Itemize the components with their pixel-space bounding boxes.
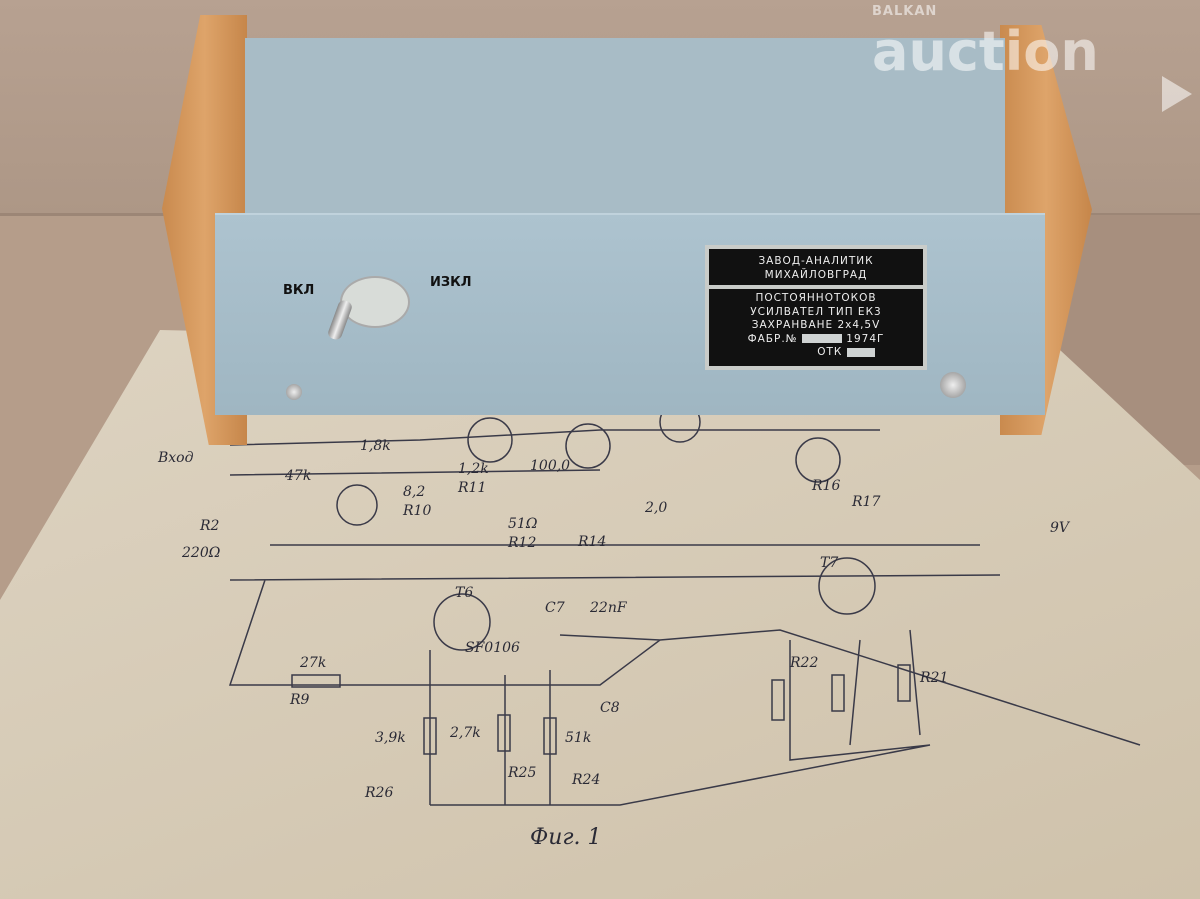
schematic-label: 27k [300, 655, 327, 671]
switch-off-label: ИЗКЛ [430, 275, 472, 290]
schematic-label: C8 [600, 700, 620, 716]
schematic-label: R11 [458, 480, 487, 496]
schematic-label: T6 [455, 585, 474, 601]
plate-year: 1974Г [846, 332, 885, 345]
schematic-label: SF0106 [465, 640, 520, 656]
schematic-label: 2,0 [645, 500, 668, 516]
case-top [245, 38, 1005, 213]
schematic-label: R26 [365, 785, 394, 801]
nameplate: ЗАВОД-АНАЛИТИК МИХАЙЛОВГРАД ПОСТОЯННОТОК… [705, 245, 927, 370]
schematic-label: R12 [508, 535, 537, 551]
switch-on-label: ВКЛ [283, 283, 315, 298]
plate-line: ЗАХРАНВАНЕ 2х4,5V [751, 319, 881, 331]
schematic-label: T7 [820, 555, 839, 571]
plate-divider [709, 285, 923, 289]
play-icon [1162, 76, 1192, 112]
plate-line: ЗАВОД-АНАЛИТИК [758, 255, 874, 267]
schematic-label: R2 [200, 518, 220, 534]
schematic-label: 47k [285, 468, 312, 484]
schematic-label: Вход [158, 450, 194, 466]
plate-otk: ОТК [817, 346, 843, 358]
terminal-knob [940, 372, 966, 398]
watermark-top: BALKAN [872, 4, 938, 19]
schematic-label: R9 [290, 692, 310, 708]
schematic-label: R22 [790, 655, 819, 671]
plate-line: ПОСТОЯННОТОКОВ [755, 292, 877, 304]
schematic-label: 100,0 [530, 458, 571, 474]
schematic-label: 2,7k [450, 725, 481, 741]
schematic-label: R24 [572, 772, 601, 788]
figure-caption: Фиг. 1 [530, 825, 602, 850]
schematic-label: 1,2k [458, 461, 489, 477]
watermark-logo: BALKAN auction [872, 4, 1192, 112]
otk-mask [846, 347, 875, 357]
watermark-main: auction [872, 20, 1099, 83]
schematic-label: 22nF [590, 600, 627, 616]
schematic-label: 3,9k [375, 730, 406, 746]
schematic-label: 1,8k [360, 438, 391, 454]
schematic-label: R14 [578, 534, 607, 550]
schematic-label: 220Ω [182, 545, 221, 561]
schematic-label: 9V [1050, 520, 1070, 536]
schematic-label: R21 [920, 670, 949, 686]
serial-mask [801, 334, 842, 343]
plate-serial-label: ФАБР.№ [747, 332, 798, 345]
schematic-label: 8,2 [403, 484, 426, 500]
schematic-label: R16 [812, 478, 841, 494]
screw-icon [286, 384, 302, 400]
toggle-switch-base [340, 276, 410, 328]
schematic-label: R10 [403, 503, 432, 519]
schematic-label: R17 [852, 494, 881, 510]
plate-line: МИХАЙЛОВГРАД [764, 268, 868, 281]
schematic-label: C7 [545, 600, 565, 616]
schematic-label: R25 [508, 765, 537, 781]
schematic-label: 51Ω [508, 516, 538, 532]
schematic-label: 51k [565, 730, 592, 746]
plate-line: УСИЛВАТЕЛ ТИП ЕК3 [750, 305, 882, 318]
